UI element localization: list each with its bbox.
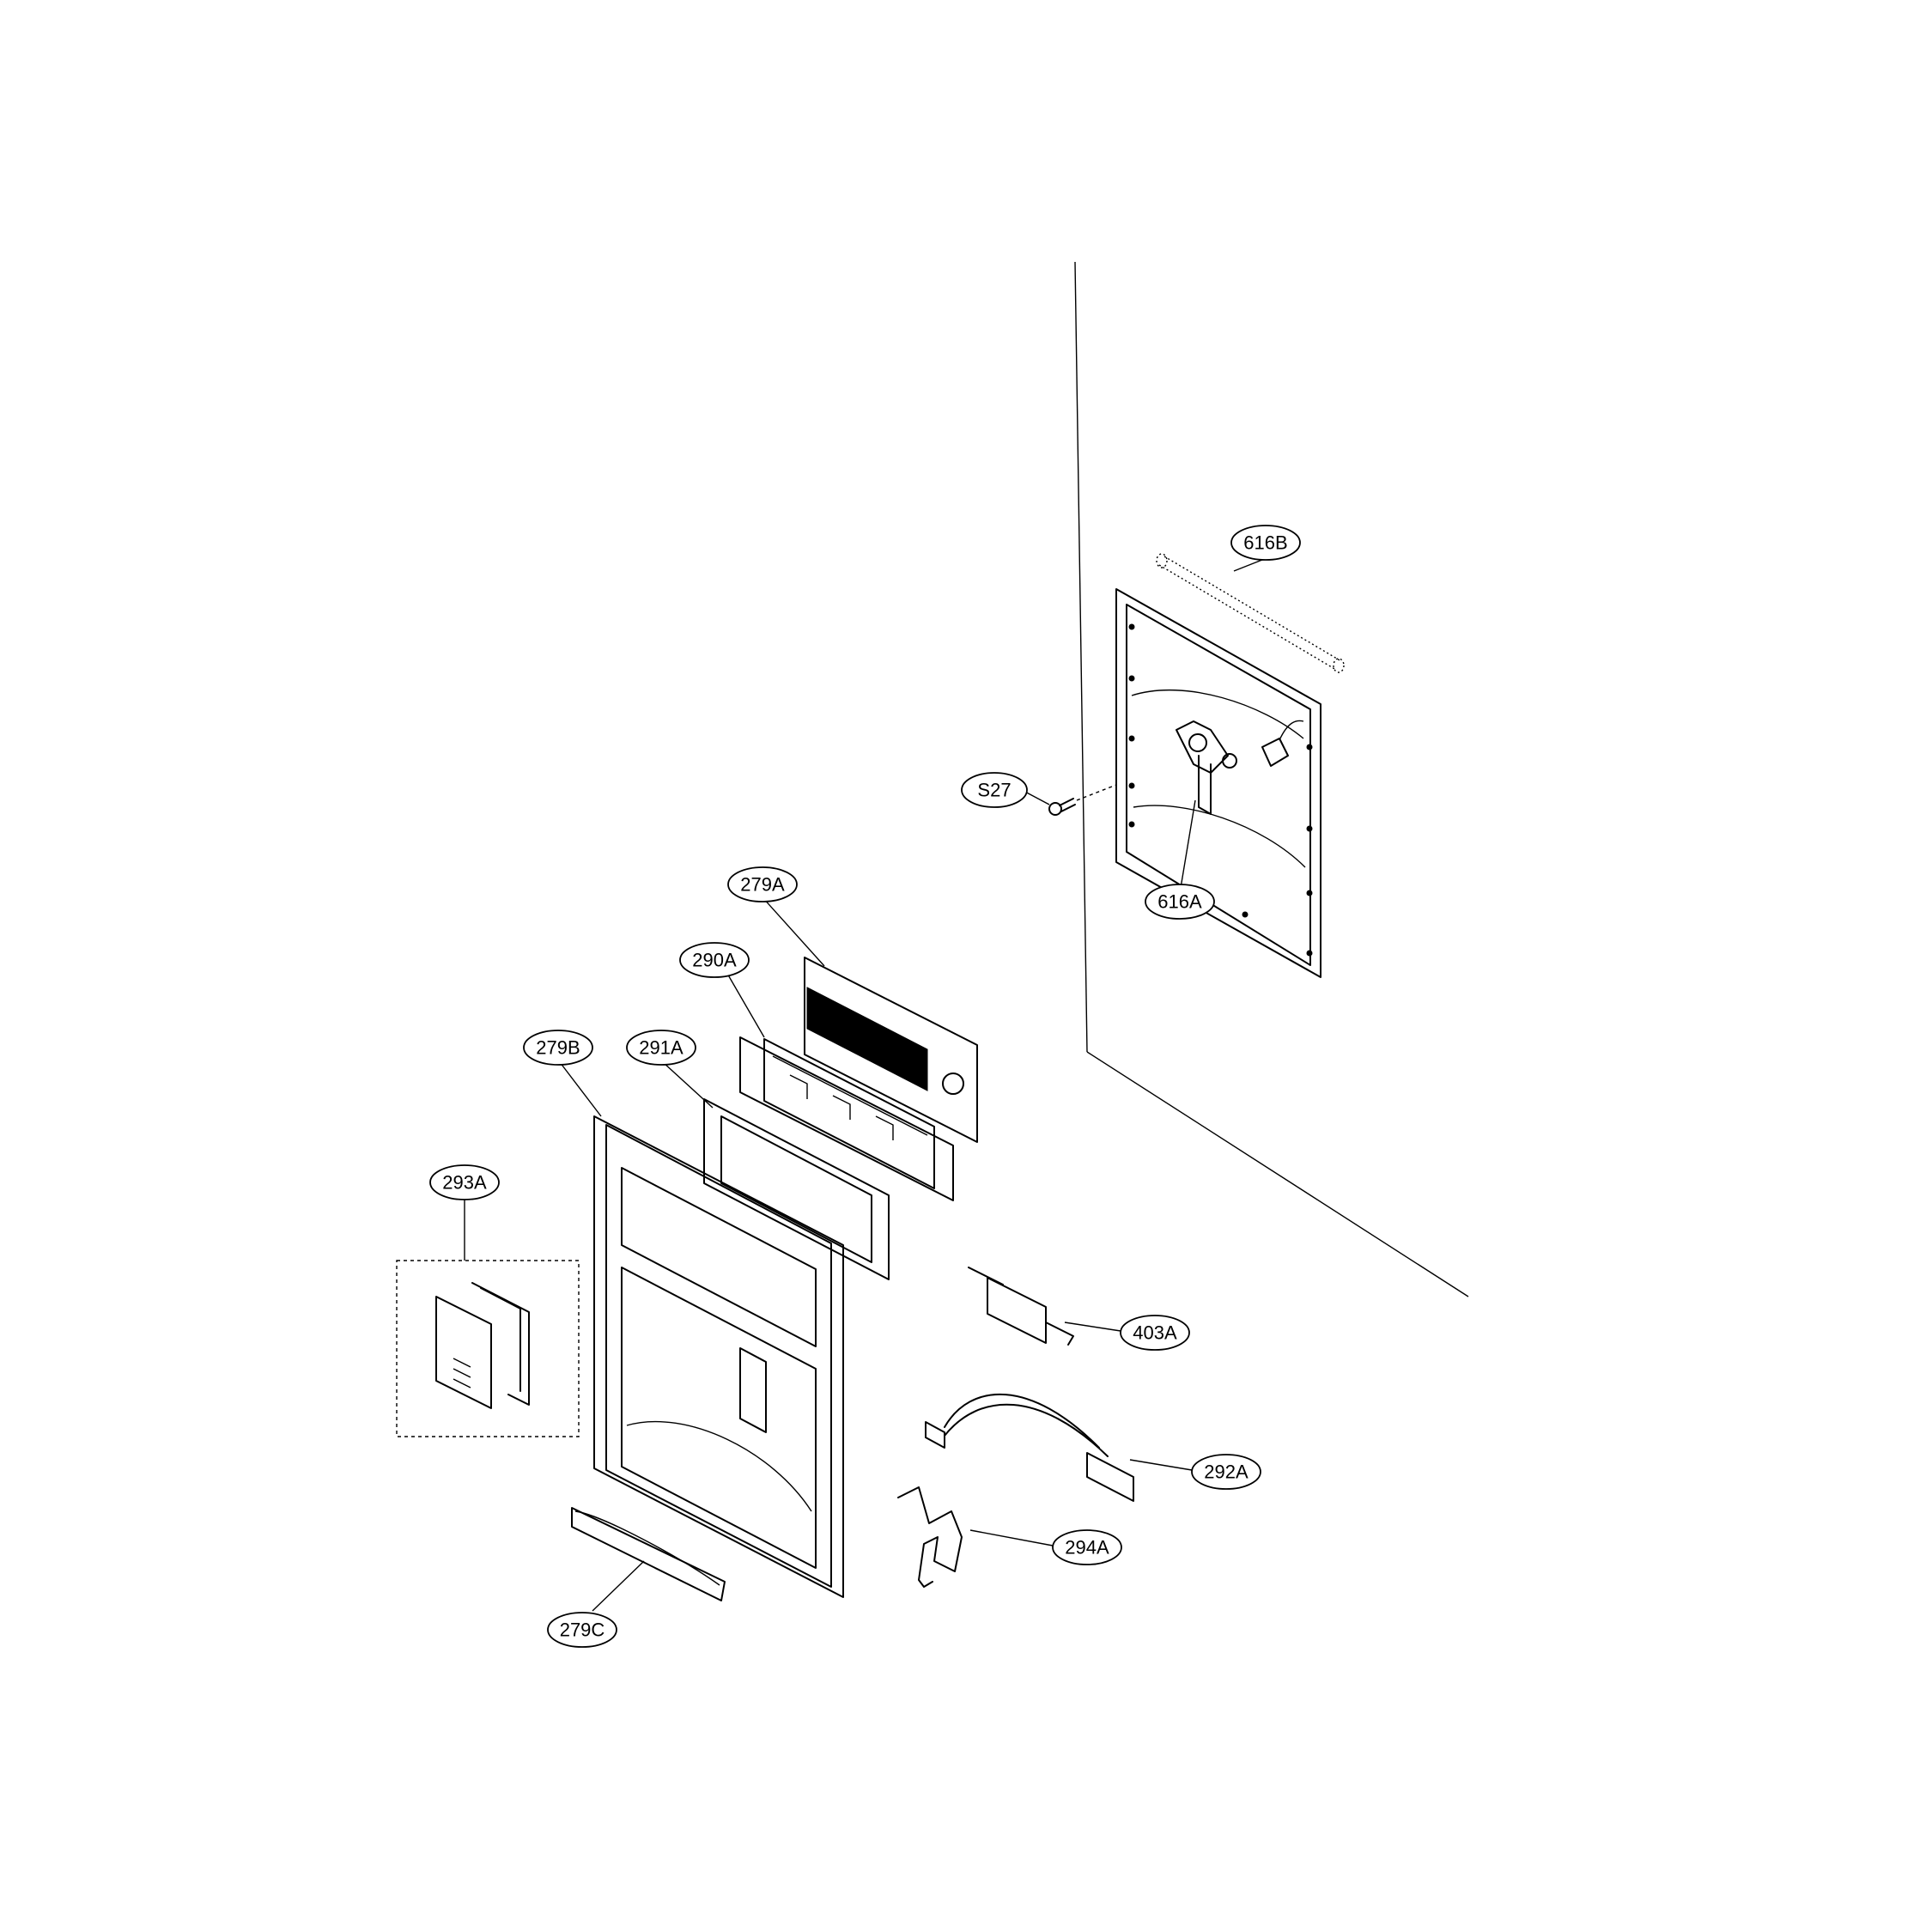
callout-label-294A: 294A (1065, 1537, 1109, 1559)
part-294A-bracket (897, 1486, 963, 1588)
callout-403A: 403A (1120, 1315, 1190, 1351)
callout-label-279A: 279A (740, 874, 785, 896)
part-291A-window (703, 1098, 890, 1280)
callout-293A: 293A (429, 1164, 500, 1200)
part-279C-button-bar (571, 1507, 726, 1601)
callout-label-616A: 616A (1157, 891, 1202, 913)
callout-292A: 292A (1191, 1454, 1261, 1490)
part-292A-harness (925, 1394, 1134, 1502)
callout-616B: 616B (1230, 525, 1301, 561)
part-279B-cover (593, 1115, 844, 1598)
callout-label-292A: 292A (1204, 1461, 1249, 1483)
part-S27-screw (1048, 784, 1117, 816)
callout-290A: 290A (679, 942, 750, 978)
callout-label-279C: 279C (560, 1619, 605, 1641)
part-290A-holder (739, 1036, 954, 1201)
part-403A-switch (968, 1267, 1074, 1346)
callout-279C: 279C (547, 1612, 617, 1648)
callout-291A: 291A (626, 1030, 696, 1066)
callout-616A: 616A (1145, 884, 1215, 920)
callout-label-403A: 403A (1133, 1322, 1177, 1344)
callouts: 616B S27 616A 279A 290A 279B 291A 293A (429, 525, 1301, 1648)
callout-label-290A: 290A (692, 950, 737, 971)
callout-S27: S27 (961, 772, 1028, 808)
part-293A-button-assembly (396, 1198, 580, 1437)
callout-label-S27: S27 (977, 780, 1011, 801)
callout-label-291A: 291A (639, 1037, 683, 1059)
part-616B-tube (1156, 553, 1345, 673)
part-279A-display-pcb (804, 957, 978, 1143)
callout-label-616B: 616B (1243, 532, 1287, 554)
door-outline (1074, 261, 1469, 1297)
callout-294A: 294A (1052, 1529, 1122, 1565)
callout-label-293A: 293A (442, 1172, 487, 1194)
callout-279A: 279A (727, 866, 798, 902)
part-616A-housing (1115, 588, 1321, 978)
callout-279B: 279B (523, 1030, 593, 1066)
callout-label-279B: 279B (536, 1037, 580, 1059)
